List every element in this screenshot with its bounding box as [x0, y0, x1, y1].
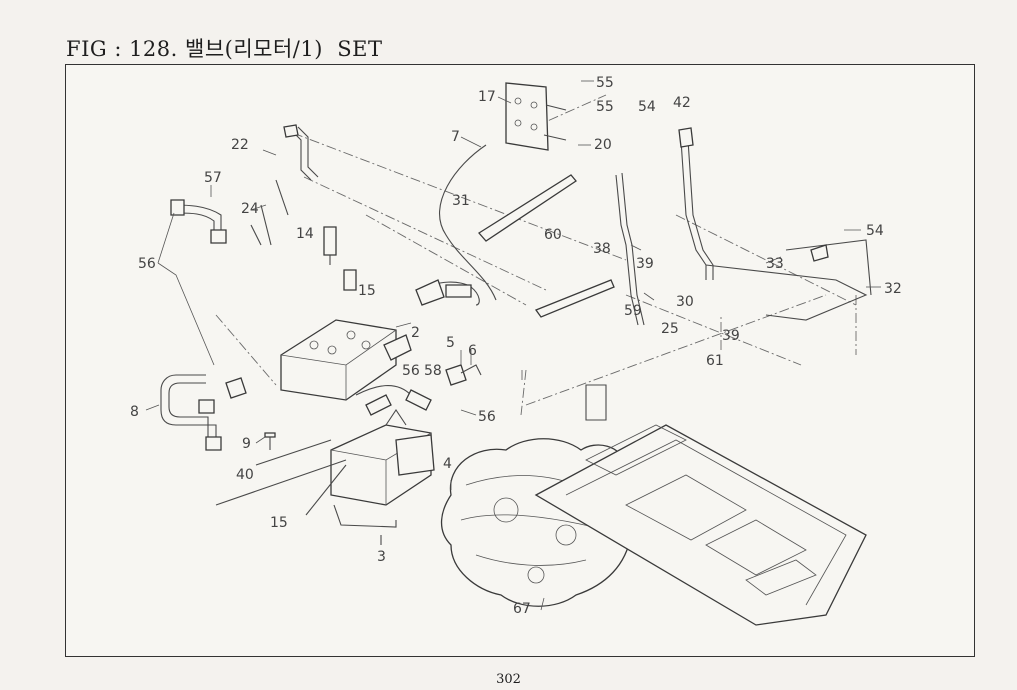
figure-title: FIG : 128. 밸브(리모터/1) SET: [66, 37, 383, 61]
u-hose: [160, 374, 222, 451]
control-valve-block: [280, 319, 412, 401]
lower-valve-assembly: [330, 424, 435, 528]
page-number: 302: [496, 672, 521, 687]
chassis-frame: [534, 384, 867, 626]
diagram-frame: 17 55 55 54 42 7 20 22 57 24 31 14 60 56…: [65, 64, 975, 657]
upper-bracket: [505, 82, 567, 151]
exploded-parts-diagram: [145, 80, 881, 626]
